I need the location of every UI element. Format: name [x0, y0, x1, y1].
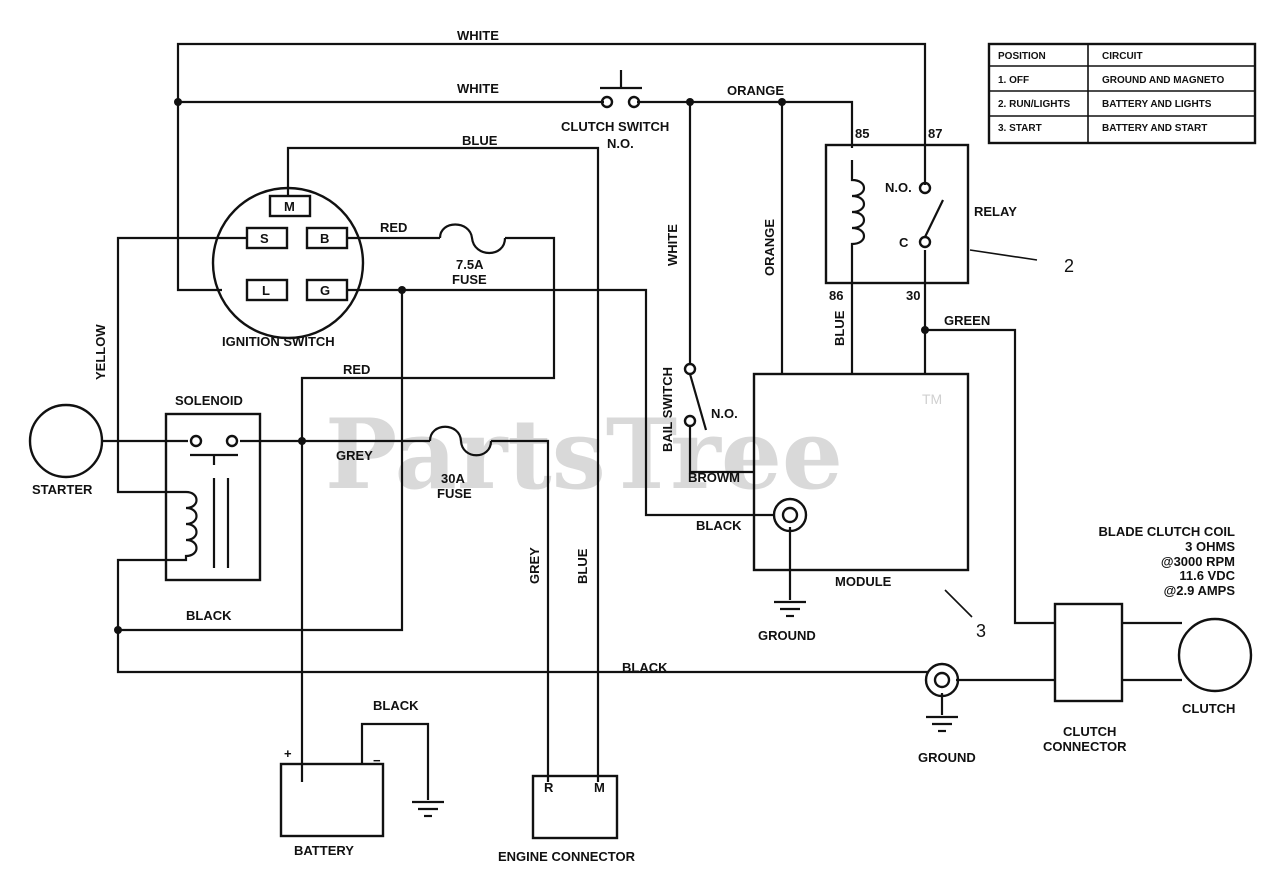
clutch-label: CLUTCH — [1182, 701, 1235, 716]
bail-switch: N.O. BAIL SWITCH — [660, 362, 738, 452]
wire-label-black-battery: BLACK — [373, 698, 419, 713]
clutch-connector: CLUTCH CONNECTOR — [1043, 602, 1127, 754]
blade-clutch-coil-spec: BLADE CLUTCH COIL 3 OHMS @3000 RPM 11.6 … — [1099, 524, 1236, 598]
table-header-circuit: CIRCUIT — [1102, 51, 1143, 62]
ground-module-symbol: GROUND — [758, 600, 816, 643]
wire-label-orange-vertical: ORANGE — [762, 219, 777, 276]
battery: + − BATTERY — [279, 746, 385, 858]
engine-connector-label: ENGINE CONNECTOR — [498, 849, 636, 864]
ignition-switch: M S B L G IGNITION SWITCH — [211, 186, 365, 349]
fuse-7-5a: 7.5A FUSE — [438, 223, 507, 287]
relay-pin-87: 87 — [928, 126, 942, 141]
ignition-switch-label: IGNITION SWITCH — [222, 334, 335, 349]
bail-switch-label: BAIL SWITCH — [660, 367, 675, 452]
fuse-30a: 30A FUSE — [428, 425, 493, 501]
clutch-switch-label: CLUTCH SWITCH — [561, 119, 669, 134]
table-cell: 2. RUN/LIGHTS — [998, 99, 1071, 110]
wire-label-white-mid: WHITE — [457, 81, 499, 96]
relay-no: N.O. — [885, 180, 912, 195]
callout-3: 3 — [976, 621, 986, 641]
engine-terminal-m: M — [594, 780, 605, 795]
fuse-small-rating: 7.5A — [456, 257, 484, 272]
coil-spec-line: @3000 RPM — [1161, 554, 1235, 569]
wire-label-red-fuse: RED — [380, 220, 407, 235]
relay-pin-85: 85 — [855, 126, 869, 141]
position-table: POSITION CIRCUIT 1. OFF GROUND AND MAGNE… — [987, 42, 1257, 145]
ground-module-label: GROUND — [758, 628, 816, 643]
table-cell: GROUND AND MAGNETO — [1102, 75, 1224, 86]
terminal-m: M — [284, 199, 295, 214]
fuse-large-rating: 30A — [441, 471, 465, 486]
bail-switch-no: N.O. — [711, 406, 738, 421]
starter-label: STARTER — [32, 482, 93, 497]
wire-label-browm: BROWM — [688, 470, 740, 485]
callout-2: 2 — [1064, 256, 1074, 276]
clutch-connector-label-1: CLUTCH — [1063, 724, 1116, 739]
wire-label-orange-top: ORANGE — [727, 83, 784, 98]
relay-c: C — [899, 235, 909, 250]
engine-connector: R M ENGINE CONNECTOR — [498, 774, 636, 864]
terminal-g: G — [320, 283, 330, 298]
fuse-small-label: FUSE — [452, 272, 487, 287]
solenoid: SOLENOID — [164, 393, 262, 582]
module-label: MODULE — [835, 574, 892, 589]
watermark: PartsTree — [325, 398, 843, 511]
table-cell: 1. OFF — [998, 75, 1029, 86]
wire-label-red-solenoid: RED — [343, 362, 370, 377]
wire-label-black-bottom: BLACK — [622, 660, 668, 675]
coil-spec-line: @2.9 AMPS — [1164, 583, 1236, 598]
coil-spec-line: BLADE CLUTCH COIL — [1099, 524, 1236, 539]
relay-pin-86: 86 — [829, 288, 843, 303]
module: MODULE — [752, 372, 970, 589]
battery-label: BATTERY — [294, 843, 354, 858]
battery-minus: − — [373, 753, 381, 768]
wire-label-grey: GREY — [336, 448, 373, 463]
clutch-switch-no: N.O. — [607, 136, 634, 151]
solenoid-label: SOLENOID — [175, 393, 243, 408]
clutch: CLUTCH — [1177, 617, 1253, 716]
wire-label-blue-top: BLUE — [462, 133, 498, 148]
wire-label-white-top: WHITE — [457, 28, 499, 43]
coil-spec-line: 11.6 VDC — [1179, 568, 1235, 583]
wire-label-black-module: BLACK — [696, 518, 742, 533]
ground-main: GROUND — [918, 662, 976, 765]
coil-spec-line: 3 OHMS — [1185, 539, 1235, 554]
table-header-position: POSITION — [998, 51, 1046, 62]
terminal-l: L — [262, 283, 270, 298]
battery-plus: + — [284, 746, 292, 761]
clutch-switch: CLUTCH SWITCH N.O. — [561, 70, 669, 151]
fuse-large-label: FUSE — [437, 486, 472, 501]
wire-label-green: GREEN — [944, 313, 990, 328]
wire-label-white-vertical: WHITE — [665, 224, 680, 266]
table-cell: BATTERY AND LIGHTS — [1102, 99, 1212, 110]
wires — [102, 42, 1182, 800]
relay-pin-30: 30 — [906, 288, 920, 303]
wire-label-blue-vertical: BLUE — [575, 548, 590, 584]
terminal-b: B — [320, 231, 329, 246]
watermark-tm: TM — [922, 391, 942, 407]
terminal-s: S — [260, 231, 269, 246]
table-cell: 3. START — [998, 123, 1042, 134]
wire-labels: WHITE WHITE ORANGE BLUE RED RED GREY BLA… — [93, 28, 990, 713]
relay: N.O. C RELAY 85 87 86 30 — [824, 126, 1017, 303]
wire-label-blue-relay: BLUE — [832, 310, 847, 346]
engine-terminal-r: R — [544, 780, 554, 795]
clutch-connector-label-2: CONNECTOR — [1043, 739, 1127, 754]
ground-battery-symbol — [412, 800, 444, 818]
wire-label-yellow: YELLOW — [93, 324, 108, 380]
wire-label-black-solenoid: BLACK — [186, 608, 232, 623]
wire-label-grey-vertical: GREY — [527, 547, 542, 584]
junction-dots — [114, 98, 929, 634]
starter: STARTER — [28, 403, 104, 497]
ground-main-label: GROUND — [918, 750, 976, 765]
table-cell: BATTERY AND START — [1102, 123, 1207, 134]
relay-label: RELAY — [974, 204, 1017, 219]
